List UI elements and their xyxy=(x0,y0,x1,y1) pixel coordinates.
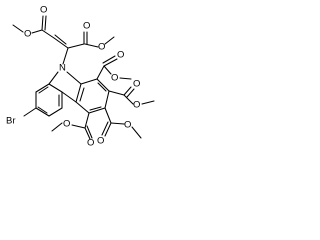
bond xyxy=(48,71,59,85)
bond-double-inner xyxy=(54,34,67,45)
bond xyxy=(41,29,55,39)
bond xyxy=(86,125,93,139)
bond xyxy=(88,107,106,114)
bond xyxy=(80,78,98,85)
bond xyxy=(104,90,110,109)
atom-label-o: O xyxy=(40,5,47,16)
structure-diagram: N Br O O O O O O O O O O O O xyxy=(0,0,171,162)
bond xyxy=(66,71,82,85)
bond xyxy=(131,126,142,139)
bond xyxy=(110,122,125,125)
bond xyxy=(61,91,77,103)
atom-label-o: O xyxy=(111,73,118,84)
atom-label-br: Br xyxy=(6,116,16,127)
molecule-svg: N Br O O O O O O O O O O O O xyxy=(6,5,155,149)
bond xyxy=(23,107,37,117)
bonds xyxy=(12,15,155,140)
bond-double-inner xyxy=(37,106,48,114)
atom-label-o: O xyxy=(63,119,70,130)
atom-label-o: O xyxy=(87,138,94,149)
bond xyxy=(48,107,63,117)
atom-label-o: O xyxy=(124,120,131,131)
bond xyxy=(51,122,63,132)
bond xyxy=(75,83,82,103)
bond xyxy=(75,101,90,114)
bond xyxy=(126,88,135,98)
atom-label-o: O xyxy=(133,100,140,111)
atom-label-o: O xyxy=(83,21,90,32)
bond xyxy=(12,24,24,33)
bond xyxy=(104,36,115,45)
bond xyxy=(35,83,50,93)
bond xyxy=(102,55,116,64)
bond-double-inner xyxy=(79,87,85,102)
bond xyxy=(103,65,112,75)
bond xyxy=(96,78,110,92)
bond xyxy=(48,83,63,93)
bond xyxy=(104,122,112,137)
atom-label-o: O xyxy=(133,79,140,90)
atom-labels: N Br O O O O O O O O O O O O xyxy=(6,5,140,149)
bond xyxy=(108,90,125,96)
atom-label-n: N xyxy=(59,63,66,74)
bond xyxy=(141,100,155,105)
bond xyxy=(35,107,50,117)
bond xyxy=(44,15,47,31)
atom-label-o: O xyxy=(117,50,124,61)
bond-double-inner xyxy=(38,86,49,94)
atom-label-o: O xyxy=(98,42,105,53)
bond xyxy=(103,58,118,67)
atom-label-o: O xyxy=(24,29,31,40)
bond xyxy=(123,94,134,105)
bond xyxy=(104,107,112,124)
bond xyxy=(119,77,132,80)
bond xyxy=(62,47,69,65)
bond xyxy=(53,37,69,49)
bond xyxy=(96,65,105,80)
bond xyxy=(101,121,109,136)
bond-double-inner xyxy=(97,82,107,92)
bond xyxy=(123,86,132,96)
bond xyxy=(84,43,99,48)
bond xyxy=(41,15,44,31)
bond xyxy=(67,43,85,49)
bond xyxy=(31,29,43,34)
bond xyxy=(71,124,86,129)
atom-label-o: O xyxy=(97,136,104,147)
bond xyxy=(84,112,90,129)
bond-double-inner xyxy=(89,106,102,111)
bond xyxy=(84,127,91,140)
